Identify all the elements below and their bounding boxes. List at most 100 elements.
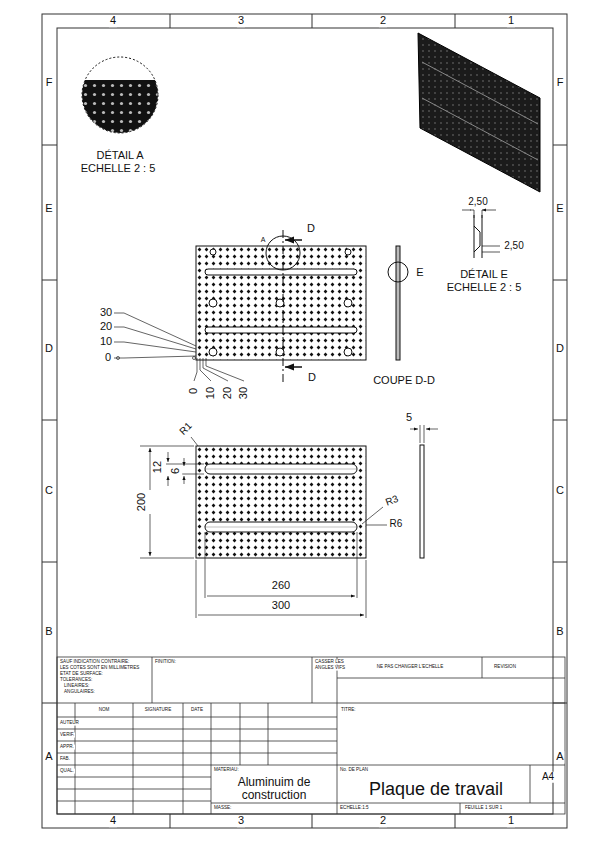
dimension-label: C bbox=[44, 485, 54, 497]
dimension-label: C bbox=[555, 485, 565, 497]
section-d-d bbox=[388, 246, 408, 360]
title-block-text: SAUF INDICATION CONTRAIRE: bbox=[59, 660, 130, 665]
front-view bbox=[209, 299, 217, 307]
dimension-label: 3 bbox=[237, 15, 245, 27]
title-block-text: QUAL. bbox=[59, 769, 75, 774]
detail-e-view bbox=[474, 215, 482, 258]
title-block-text: ANGULAIRES: bbox=[63, 690, 96, 695]
dimension-label: ECHELLE 2 : 5 bbox=[446, 282, 523, 294]
dimension-lines bbox=[366, 525, 387, 526]
section-d-d bbox=[396, 246, 400, 360]
title-block bbox=[211, 765, 565, 814]
title-block-text: APPR. bbox=[59, 745, 75, 750]
title-block-text: REVISION bbox=[493, 665, 517, 670]
dimension-label: D bbox=[555, 343, 565, 355]
bottom-view bbox=[196, 446, 366, 558]
dimension-label: 0 bbox=[188, 387, 200, 395]
front-view bbox=[209, 249, 352, 356]
dimension-label: 4 bbox=[109, 815, 117, 827]
detail-e-view bbox=[482, 246, 500, 252]
title-block-text: LES COTES SONT EN MILLIMETRES bbox=[59, 666, 140, 671]
dimension-label: 10 bbox=[205, 386, 217, 400]
bottom-view bbox=[206, 469, 356, 527]
title-block-text: No. DE PLAN bbox=[339, 768, 369, 773]
dimension-label: DÉTAIL E bbox=[459, 269, 509, 281]
title-block-text: AUTEUR bbox=[59, 721, 80, 726]
dimension-label: 2,50 bbox=[503, 241, 524, 252]
dimension-label: E bbox=[415, 267, 424, 279]
title-block bbox=[57, 717, 565, 765]
dimension-label: D bbox=[307, 372, 317, 384]
dimension-label: 5 bbox=[405, 412, 413, 424]
title-block-text: ECHELLE:1:5 bbox=[339, 806, 370, 811]
dimension-label: 260 bbox=[271, 580, 291, 592]
dimension-label: 20 bbox=[222, 386, 234, 400]
dimension-lines bbox=[150, 448, 151, 490]
sheet-frame bbox=[170, 14, 455, 828]
dimension-lines bbox=[150, 514, 151, 556]
dimension-lines bbox=[140, 446, 194, 558]
dimension-lines bbox=[207, 596, 355, 597]
dimension-lines bbox=[184, 458, 185, 466]
front-view bbox=[345, 249, 351, 255]
dimension-lines bbox=[426, 429, 438, 430]
ordinate-leaders bbox=[193, 357, 196, 360]
dimension-label: R3 bbox=[383, 494, 400, 509]
detail-a-view bbox=[82, 57, 158, 133]
dimension-label: 20 bbox=[99, 321, 113, 333]
ordinate-leaders bbox=[206, 358, 244, 381]
title-block-text: FEUILLE 1 SUR 1 bbox=[464, 806, 503, 811]
dimension-label: A bbox=[555, 751, 564, 763]
title-block bbox=[57, 777, 211, 801]
title-block bbox=[337, 657, 565, 678]
ordinate-leaders bbox=[114, 313, 244, 381]
isometric-view bbox=[418, 33, 540, 192]
detail-a-view bbox=[80, 80, 160, 135]
front-view bbox=[196, 246, 366, 360]
ordinate-leaders bbox=[114, 342, 196, 352]
title-block bbox=[57, 657, 565, 814]
title-block-text: NE PAS CHANGER L'ECHELLE bbox=[376, 665, 444, 670]
dimension-lines bbox=[196, 532, 366, 618]
sheet-frame bbox=[553, 145, 567, 703]
dimension-label: 0 bbox=[104, 352, 112, 364]
ordinate-leaders bbox=[114, 356, 196, 358]
front-view bbox=[210, 249, 216, 255]
dimension-label: Plaque de travail bbox=[368, 780, 504, 799]
dimension-label: 6 bbox=[170, 467, 182, 475]
side-view bbox=[420, 445, 424, 558]
dimension-label: 200 bbox=[136, 492, 148, 512]
dimension-label: 30 bbox=[99, 307, 113, 319]
dimension-label: 12 bbox=[152, 460, 164, 474]
detail-a-view bbox=[80, 57, 160, 135]
dimension-label: F bbox=[45, 77, 54, 89]
sheet-frame bbox=[42, 14, 567, 828]
title-block-text: FINITION: bbox=[154, 660, 177, 665]
dimension-label: E bbox=[555, 203, 564, 215]
dimension-label: Aluminuim de construction bbox=[217, 776, 331, 801]
title-block-text: MATERIAU: bbox=[213, 768, 240, 773]
dimension-lines bbox=[168, 476, 169, 486]
dimension-label: B bbox=[44, 626, 53, 638]
sheet-frame bbox=[42, 14, 567, 828]
bottom-view bbox=[196, 446, 366, 558]
title-block bbox=[57, 657, 565, 814]
front-view bbox=[285, 366, 302, 368]
front-view bbox=[283, 230, 284, 382]
dimension-label: 3 bbox=[237, 815, 245, 827]
title-block-text: CASSER LES bbox=[314, 660, 345, 665]
dimension-label: 4 bbox=[109, 15, 117, 27]
ordinate-leaders bbox=[194, 358, 197, 381]
detail-e-view bbox=[470, 210, 486, 211]
title-block-text: TITRE: bbox=[340, 708, 357, 713]
title-block-text: SIGNATURE bbox=[144, 708, 172, 713]
dimension-label: A bbox=[44, 751, 53, 763]
title-block-text: TOLERANCES: bbox=[59, 678, 93, 683]
front-view bbox=[344, 348, 352, 356]
title-block-text: FAB. bbox=[59, 757, 71, 762]
dimension-label: A4 bbox=[541, 772, 555, 783]
dimension-lines bbox=[140, 425, 438, 618]
side-view bbox=[420, 445, 424, 558]
ordinate-leaders bbox=[117, 357, 120, 360]
